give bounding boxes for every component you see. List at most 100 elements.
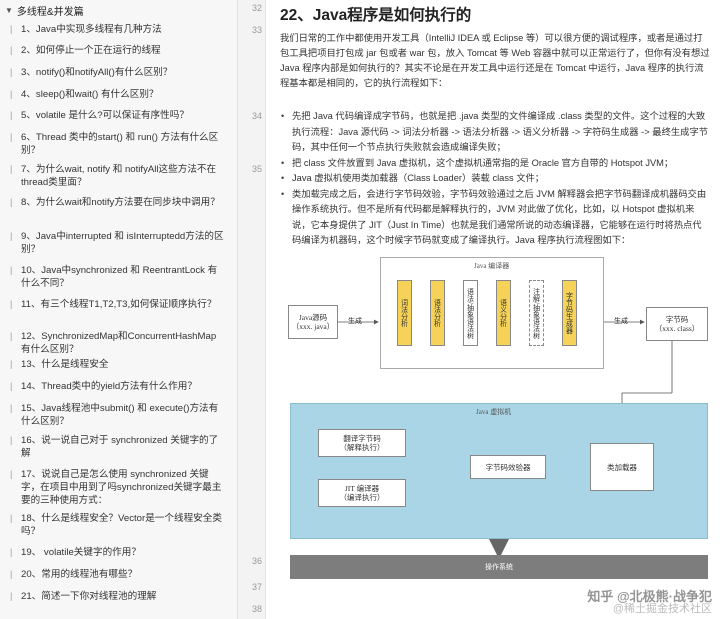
bullet-marker: | [10,231,13,241]
watermark-sub: @稀土掘金技术社区 [612,603,712,615]
section-heading: 22、Java程序是如何执行的 [280,7,472,24]
bullet-marker: | [10,299,13,309]
outline-item-label: 17、说说自己是怎么使用 synchronized 关键字，在项目中用到了吗sy… [21,469,222,506]
bullet-marker: | [10,110,13,120]
outline-item-label: 20、常用的线程池有哪些？ [21,569,138,580]
watermark-main: 知乎 @北极熊·战争犯 [587,589,712,604]
outline-item[interactable]: | 4、sleep()和wait() 有什么区别？ [0,88,232,101]
bullet-item: 先把 Java 代码编译成字节码，也就是把 .java 类型的文件编译成 .cl… [278,109,710,156]
bullet-item: 类加载完成之后，会进行字节码效验，字节码效验通过之后 JVM 解释器会把字节码翻… [278,187,710,249]
outline-item[interactable]: | 17、说说自己是怎么使用 synchronized 关键字，在项目中用到了吗s… [0,468,232,507]
bullet-marker: | [10,197,13,207]
outline-item-label: 16、说一说自己对于 synchronized 关键字的了解 [21,435,219,459]
bullet-marker: | [10,24,13,34]
outline-item-label: 19、 volatile关键字的作用？ [21,547,141,558]
compiler-label: Java 编译器 [474,262,510,270]
bullet-marker: | [10,435,13,445]
outline-item-label: 1、Java中实现多线程有几种方法 [21,24,162,35]
outline-item[interactable]: | 18、什么是线程安全？Vector是一个线程安全类吗？ [0,512,232,538]
outline-item-label: 7、为什么wait, notify 和 notifyAll这些方法不在threa… [21,164,217,188]
outline-item-label: 18、什么是线程安全？Vector是一个线程安全类吗？ [21,513,222,537]
outline-item[interactable]: | 6、Thread 类中的start() 和 run() 方法有什么区别？ [0,131,232,157]
outline-item[interactable]: | 11、有三个线程T1,T2,T3,如何保证顺序执行？ [0,298,232,311]
outline-item[interactable]: | 12、SynchronizedMap和ConcurrentHashMap有什么… [0,330,232,356]
line-number: 38 [251,604,262,614]
step-syntax-tree: 语法/抽象语法树 [463,280,478,346]
outline-item-label: 8、为什么wait和notify方法要在同步块中调用？ [21,197,220,208]
java-source-box: Java源码 （xxx. java） [288,305,338,339]
outline-item[interactable]: | 15、Java线程池中submit() 和 execute()方法有什么区别？ [0,402,232,428]
outline-item-label: 13、什么是线程安全 [21,359,109,370]
outline-item-label: 14、Thread类中的yield方法有什么作用？ [21,381,197,392]
outline-item[interactable]: | 1、Java中实现多线程有几种方法 [0,23,232,36]
outline-item-label: 21、简述一下你对线程池的理解 [21,591,157,602]
line-number: 34 [251,111,262,121]
bullet-item: 把 class 文件放置到 Java 虚拟机，这个虚拟机通常指的是 Oracle… [278,156,710,172]
document-body: 22、Java程序是如何执行的 我们日常的工作中都使用开发工具（IntelliJ… [268,0,720,619]
bullet-marker: | [10,591,13,601]
outline-item-label: 2、如何停止一个正在运行的线程 [21,45,161,56]
line-number: 36 [251,556,262,566]
step-lexical: 词法分析 [397,280,412,346]
outline-item-label: 4、sleep()和wait() 有什么区别？ [21,89,159,100]
line-number-gutter: 32 33 34 35 36 37 38 [238,0,266,619]
outline-section-header[interactable]: ▼ 多线程&并发篇 [0,0,237,20]
line-number: 35 [251,164,262,174]
outline-item-label: 15、Java线程池中submit() 和 execute()方法有什么区别？ [21,403,219,427]
outline-item-label: 11、有三个线程T1,T2,T3,如何保证顺序执行？ [21,299,217,310]
operating-system-box: 操作系统 [290,555,708,579]
outline-item[interactable]: | 21、简述一下你对线程池的理解 [0,590,232,603]
chevron-down-icon[interactable]: ▼ [5,5,13,15]
bullet-marker: | [10,164,13,174]
outline-item[interactable]: | 5、volatile 是什么?可以保证有序性吗？ [0,109,232,122]
outline-item-label: 6、Thread 类中的start() 和 run() 方法有什么区别？ [21,132,219,156]
bullet-marker: | [10,569,13,579]
watermark: 知乎 @北极熊·战争犯 @稀土掘金技术社区 [587,586,712,615]
step-syntax: 语法分析 [430,280,445,346]
intro-paragraph: 我们日常的工作中都使用开发工具（IntelliJ IDEA 或 Eclipse … [280,33,710,88]
generate-label-2: 生成 [614,317,628,325]
outline-item-label: 12、SynchronizedMap和ConcurrentHashMap有什么区… [21,331,217,355]
outline-section-title: 多线程&并发篇 [16,6,84,18]
bullet-marker: | [10,381,13,391]
generate-label-1: 生成 [348,317,362,325]
outline-item[interactable]: | 8、为什么wait和notify方法要在同步块中调用？ [0,196,232,209]
line-number: 32 [251,3,262,13]
step-bytecode-gen: 字节码生成器 [562,280,577,346]
bullet-item: Java 虚拟机使用类加载器（Class Loader）装载 class 文件； [278,171,710,187]
bullet-marker: | [10,331,13,341]
bullet-marker: | [10,403,13,413]
bullet-list: 先把 Java 代码编译成字节码，也就是把 .java 类型的文件编译成 .cl… [278,109,710,249]
outline-item[interactable]: | 9、Java中interrupted 和 isInterruptedd方法的区… [0,230,232,256]
bullet-marker: | [10,45,13,55]
bullet-marker: | [10,132,13,142]
java-execution-flow-diagram: Java源码 （xxx. java） 生成 Java 编译器 词法分析 语法分析… [284,243,714,588]
line-number: 37 [251,582,262,592]
step-annotated-tree: 注解/抽象语法树 [529,280,544,346]
step-semantic: 语义分析 [496,280,511,346]
outline-item[interactable]: | 7、为什么wait, notify 和 notifyAll这些方法不在thre… [0,163,232,189]
bullet-marker: | [10,359,13,369]
outline-item[interactable]: | 16、说一说自己对于 synchronized 关键字的了解 [0,434,232,460]
bullet-marker: | [10,67,13,77]
sidebar-outline: ▼ 多线程&并发篇 | 1、Java中实现多线程有几种方法 | 2、如何停止一个正在运… [0,0,238,619]
outline-item[interactable]: | 2、如何停止一个正在运行的线程 [0,44,232,57]
outline-item[interactable]: | 14、Thread类中的yield方法有什么作用？ [0,380,232,393]
bullet-marker: | [10,469,13,479]
outline-item[interactable]: | 20、常用的线程池有哪些？ [0,568,232,581]
bytecode-verifier-box: 字节码效验器 [470,455,546,479]
bytecode-box: 字节码 （xxx. class） [646,307,708,341]
outline-item[interactable]: | 13、什么是线程安全 [0,358,232,371]
outline-item-label: 5、volatile 是什么?可以保证有序性吗？ [21,110,189,121]
bullet-marker: | [10,547,13,557]
outline-item[interactable]: | 19、 volatile关键字的作用？ [0,546,232,559]
outline-item-label: 9、Java中interrupted 和 isInterruptedd方法的区别… [21,231,224,255]
outline-item[interactable]: | 3、notify()和notifyAll()有什么区别？ [0,66,232,79]
bullet-marker: | [10,513,13,523]
interpreter-box: 翻译字节码 （解释执行） [318,429,406,457]
outline-item[interactable]: |10、Java中synchronized 和 ReentrantLock 有什… [0,264,232,290]
bullet-marker: | [10,265,13,275]
outline-item-label: 3、notify()和notifyAll()有什么区别？ [21,67,173,78]
bullet-marker: | [10,89,13,99]
line-number: 33 [251,25,262,35]
